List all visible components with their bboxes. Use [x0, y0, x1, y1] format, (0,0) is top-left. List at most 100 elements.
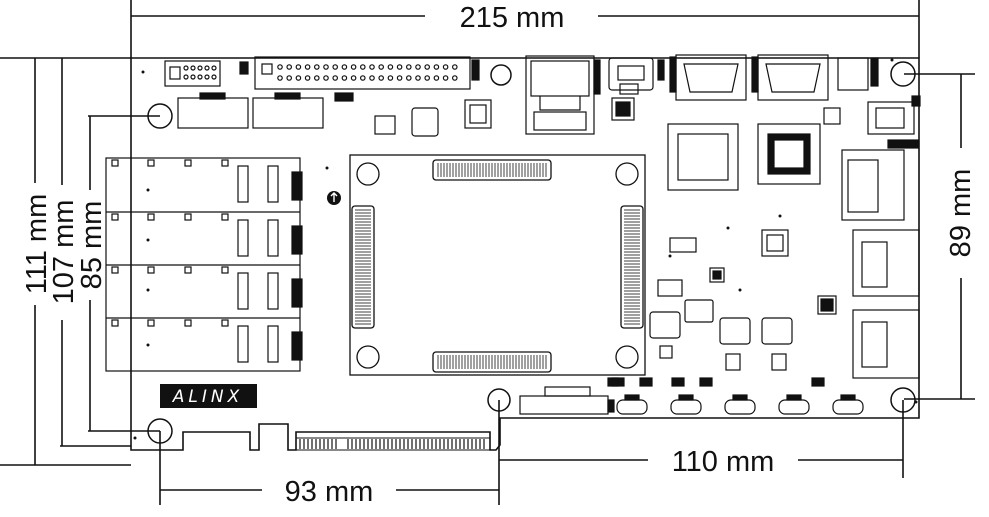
mounting-holes [147, 61, 916, 444]
header-pin [183, 65, 189, 71]
serial-port-left [177, 97, 249, 129]
jtag-header [164, 60, 221, 87]
header-pin [313, 75, 320, 81]
header-pin [211, 65, 217, 71]
sfp-latch [237, 272, 249, 310]
ic-small-5 [464, 99, 492, 129]
mounting-hole-bottom-mid [487, 388, 511, 412]
sfp-latch [237, 325, 249, 363]
header-pin [197, 65, 203, 71]
header-pin [204, 74, 210, 80]
header-pin [359, 75, 366, 81]
led [699, 377, 713, 387]
ic-small-4 [611, 97, 635, 121]
mounting-hole-bottom-left [147, 418, 173, 444]
sfp-pad [221, 319, 229, 327]
header-pin [286, 75, 293, 81]
mounting-hole-top-mid [490, 64, 512, 86]
sfp-pad [111, 213, 119, 221]
dimension-lines [0, 0, 975, 505]
header-pin [405, 75, 412, 81]
dim-label-85: 85 mm [76, 201, 108, 290]
sfp-pad [147, 319, 155, 327]
push-button-cap [786, 394, 802, 401]
dim-label-110: 110 mm [672, 446, 775, 478]
sfp-pad [221, 266, 229, 274]
header-pin [313, 64, 320, 70]
push-button [724, 399, 756, 415]
header-pin [204, 65, 210, 71]
sfp-right-1 [852, 229, 920, 297]
header-pin [323, 64, 329, 70]
header-pin [396, 75, 403, 81]
header-pin [405, 64, 412, 70]
pcie-edge-connector [295, 437, 491, 451]
inductor-4 [684, 299, 714, 323]
alinx-logo: ALINX [160, 384, 257, 408]
silkscreen-dot [726, 226, 730, 230]
header-pin [332, 75, 339, 81]
push-button [670, 399, 702, 415]
silkscreen-dot [146, 343, 150, 347]
silkscreen-dot [146, 238, 150, 242]
push-button [832, 399, 864, 415]
inductor-1 [649, 311, 681, 339]
sfp-tab [291, 331, 303, 361]
header-pin [190, 65, 196, 71]
chip-qfp-left [667, 123, 739, 191]
header-pin [424, 64, 431, 70]
sfp-latch [267, 272, 279, 310]
sfp-tab [291, 225, 303, 255]
header-pin [442, 64, 449, 70]
inductor-2 [719, 317, 751, 345]
sfp-pad [184, 159, 192, 167]
silkscreen-dot [245, 68, 249, 72]
silkscreen-dot [133, 436, 137, 440]
dim-label-215: 215 mm [460, 2, 565, 34]
silkscreen-dot [146, 288, 150, 292]
silkscreen-dot [668, 254, 672, 258]
sfp-latch [267, 325, 279, 363]
header-pin [369, 64, 375, 70]
mounting-hole-bottom-right [890, 387, 916, 413]
silkscreen-dot [890, 58, 894, 62]
sfp-right-2 [852, 309, 920, 379]
sfp-latch [267, 219, 279, 257]
power-header [837, 57, 869, 91]
serial-headers [177, 92, 354, 129]
header-pin [451, 64, 458, 70]
sfp-pad [184, 319, 192, 327]
header-pin [341, 64, 348, 70]
header-pin [415, 64, 421, 70]
sfp-pad [111, 319, 119, 327]
expansion-header-40pin [254, 56, 471, 90]
mounting-hole-85-top [147, 103, 173, 129]
ic-small-1 [761, 229, 789, 257]
sfp-pad [111, 159, 119, 167]
sfp-pad [147, 266, 155, 274]
header-pin [433, 64, 440, 70]
header-pin [277, 64, 283, 70]
header-pin [442, 75, 449, 81]
header-pin [341, 75, 348, 81]
silkscreen-dot [738, 288, 742, 292]
soic-2 [771, 353, 787, 371]
top-connectors [164, 54, 879, 135]
ic-tiny [823, 107, 841, 125]
core-module [349, 154, 646, 376]
core-module-outline [349, 154, 646, 376]
orientation-marker [327, 191, 341, 205]
soic-1 [725, 353, 741, 371]
header-pin [350, 75, 357, 81]
header-pin [369, 75, 375, 81]
ic-small-3 [709, 267, 725, 283]
dim-label-107: 107 mm [48, 200, 80, 305]
sfp-latch [237, 219, 249, 257]
rj45-right-top [841, 149, 905, 221]
silkscreen-dot [325, 166, 329, 170]
push-button-cap [732, 394, 748, 401]
header-pin [415, 75, 421, 81]
diode-2 [669, 237, 697, 253]
